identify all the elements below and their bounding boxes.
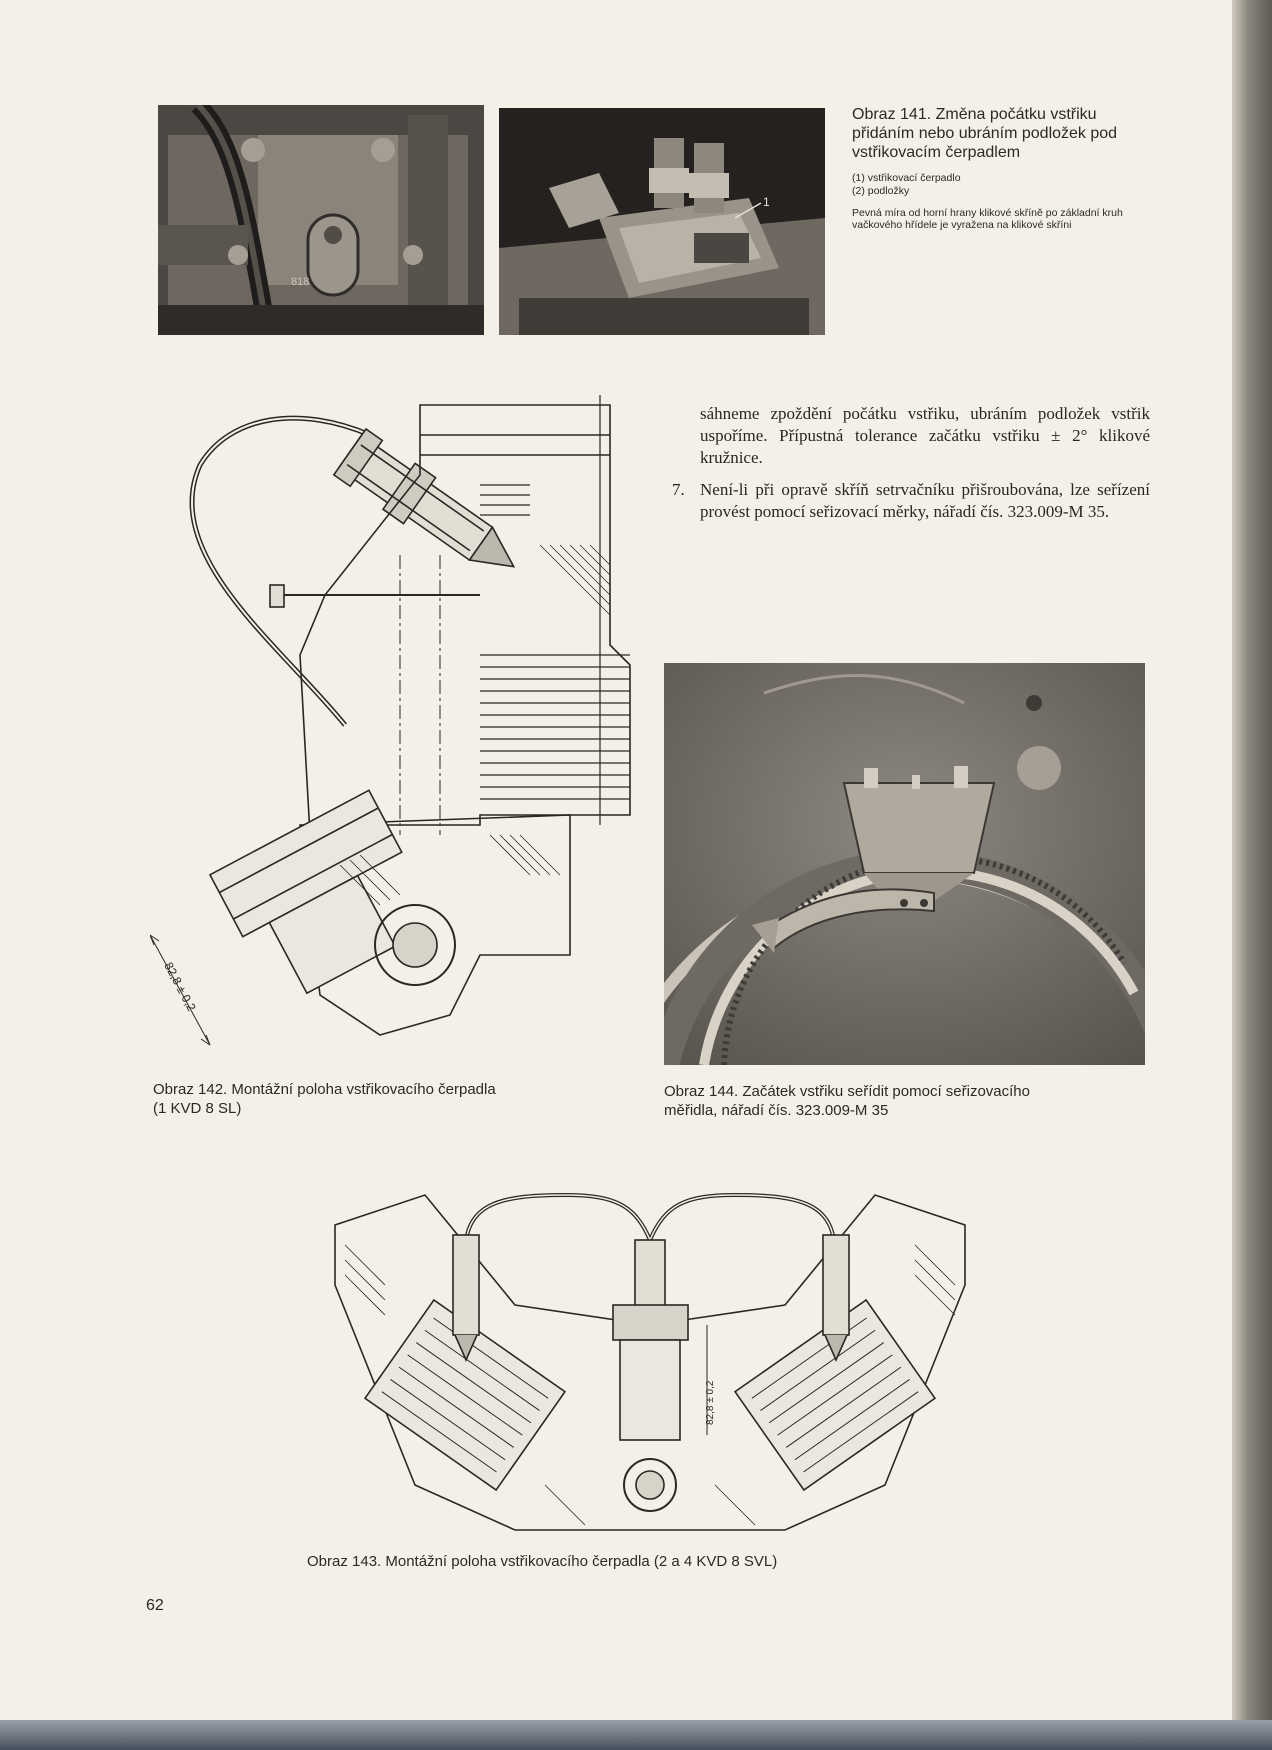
body-text: sáhneme zpoždění počátku vstřiku, ubrání… xyxy=(672,403,1150,523)
figure-142-drawing: 82,8 ± 0,2 xyxy=(150,395,640,1075)
item-number: 7. xyxy=(672,480,685,499)
figure-142-caption-line2: (1 KVD 8 SL) xyxy=(153,1100,242,1117)
figure-142-caption: Obraz 142. Montážní poloha vstřikovacího… xyxy=(153,1080,613,1118)
item-text: Není-li při opravě skříň setrvačníku při… xyxy=(700,480,1150,521)
figure-141-note: Pevná míra od horní hrany klikové skříně… xyxy=(852,207,1123,231)
photo-144 xyxy=(664,663,1145,1065)
figure-142-caption-line1: Obraz 142. Montážní poloha vstřikovacího… xyxy=(153,1081,496,1098)
figure-141-caption: Obraz 141. Změna počátku vstřiku přidání… xyxy=(852,105,1142,231)
figure-141-title: Obraz 141. Změna počátku vstřiku přidání… xyxy=(852,106,1118,161)
figure-143-drawing: 82,8 ± 0,2 xyxy=(315,1185,985,1545)
figure-143-caption: Obraz 143. Montážní poloha vstřikovacího… xyxy=(307,1552,1007,1571)
figure-143-caption-text: Obraz 143. Montážní poloha vstřikovacího… xyxy=(307,1553,778,1570)
photo-141-left: 818 xyxy=(158,105,484,335)
photo-callout-1: 1 xyxy=(763,195,770,209)
book-gutter xyxy=(1232,0,1272,1750)
numbered-item-7: 7. Není-li při opravě skříň setrvačníku … xyxy=(672,479,1150,523)
photo-141-right: 1 xyxy=(499,108,825,335)
figure-144-caption-line2: měřidla, nářadí čís. 323.009-M 35 xyxy=(664,1102,889,1119)
figure-142-dimension: 82,8 ± 0,2 xyxy=(161,960,199,1014)
figure-144-caption-line1: Obraz 144. Začátek vstřiku seřídit pomoc… xyxy=(664,1083,1030,1100)
figure-141-item-2: (2) podložky xyxy=(852,185,910,197)
body-paragraph: sáhneme zpoždění počátku vstřiku, ubrání… xyxy=(700,404,1150,467)
page-number: 62 xyxy=(146,1597,164,1614)
photo-label-818: 818 xyxy=(291,276,309,288)
figure-141-item-1: (1) vstřikovací čerpadlo xyxy=(852,172,961,184)
figure-143-dimension: 82,8 ± 0,2 xyxy=(705,1380,716,1425)
figure-144-caption: Obraz 144. Začátek vstřiku seřídit pomoc… xyxy=(664,1082,1164,1120)
book-cover-edge xyxy=(0,1720,1272,1750)
book-page: 818 1 Obraz 141. Změna počátku vstřiku p… xyxy=(146,105,1164,1614)
